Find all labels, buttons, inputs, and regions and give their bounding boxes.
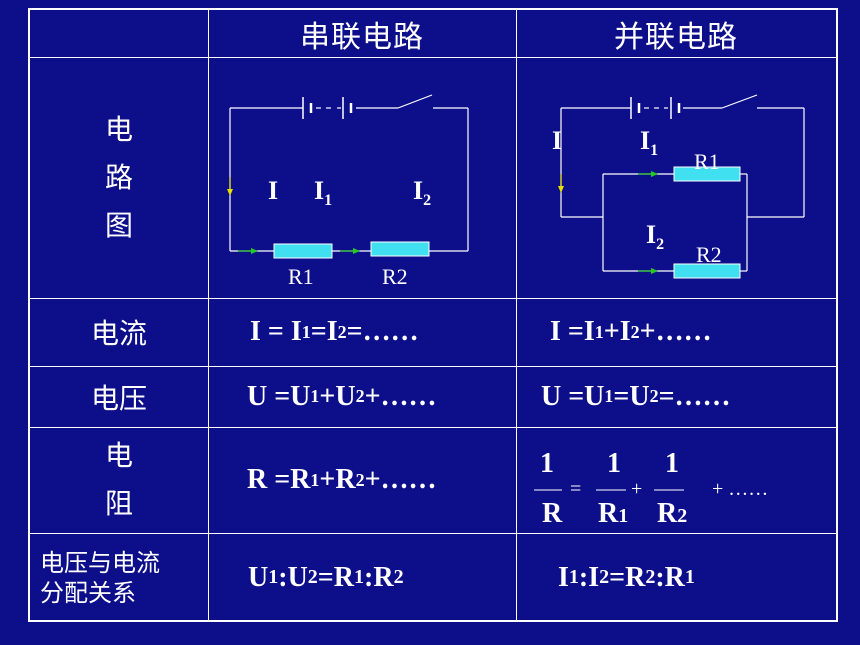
row-label-resistance: 电 阻	[30, 427, 208, 533]
row-label-distribution: 电压与电流 分配关系	[30, 533, 208, 622]
label-i2: I2	[413, 176, 431, 209]
label-i1: I1	[314, 176, 332, 209]
svg-text:1: 1	[665, 448, 679, 479]
resistor-r1	[673, 166, 741, 182]
label-char: 电	[104, 112, 133, 146]
row-label-current: 电流	[90, 317, 147, 350]
current-arrow-icon	[638, 268, 658, 274]
label-i: I	[268, 176, 278, 205]
svg-text:+: +	[631, 478, 642, 500]
svg-text:R1: R1	[598, 498, 628, 529]
current-arrow-icon	[227, 177, 233, 196]
row-divider	[30, 427, 836, 428]
row-label-voltage: 电压	[90, 381, 147, 415]
label-r1: R1	[288, 264, 314, 289]
label-line: 分配关系	[40, 578, 136, 607]
series-circuit-diagram: I I1 I2 R1 R2	[227, 94, 469, 289]
svg-text:1: 1	[540, 448, 554, 479]
svg-text:R2: R2	[657, 498, 687, 529]
row-label-diagram: 电 路 图	[30, 57, 208, 298]
label-i1: I1	[640, 126, 658, 159]
svg-text:+ ……: + ……	[712, 478, 768, 500]
label-i2: I2	[646, 220, 664, 253]
row-divider	[30, 57, 836, 58]
svg-text:=: =	[570, 478, 581, 500]
parallel-circuit-diagram: I I1 R1 I2 R2	[552, 94, 805, 279]
resistor-r1	[273, 243, 333, 259]
row-divider	[30, 298, 836, 299]
column-divider	[516, 10, 517, 620]
label-char: 图	[104, 208, 133, 242]
label-i: I	[552, 126, 562, 155]
label-line: 电压与电流	[40, 548, 160, 577]
current-arrow-icon	[238, 248, 258, 254]
label-r2: R2	[696, 242, 722, 267]
current-arrow-icon	[558, 174, 564, 193]
comparison-table: 串联电路 并联电路 电 路 图	[28, 8, 838, 622]
header-parallel: 并联电路	[614, 19, 738, 55]
label-char: 电	[104, 439, 133, 472]
svg-text:1: 1	[607, 448, 621, 479]
resistor-r2	[370, 241, 430, 257]
svg-text:R: R	[542, 498, 563, 529]
resistor-r2	[673, 263, 741, 279]
row-divider	[30, 533, 836, 534]
column-divider	[208, 10, 209, 620]
row-divider	[30, 366, 836, 367]
parallel-resistance-formula: 1 R 1 R1 1 R2 = + + ……	[534, 448, 768, 529]
label-char: 路	[104, 160, 133, 194]
label-r2: R2	[382, 264, 408, 289]
current-arrow-icon	[340, 248, 360, 254]
label-char: 阻	[104, 487, 133, 520]
header-series: 串联电路	[300, 19, 424, 55]
current-arrow-icon	[638, 171, 658, 177]
label-r1: R1	[694, 149, 720, 174]
